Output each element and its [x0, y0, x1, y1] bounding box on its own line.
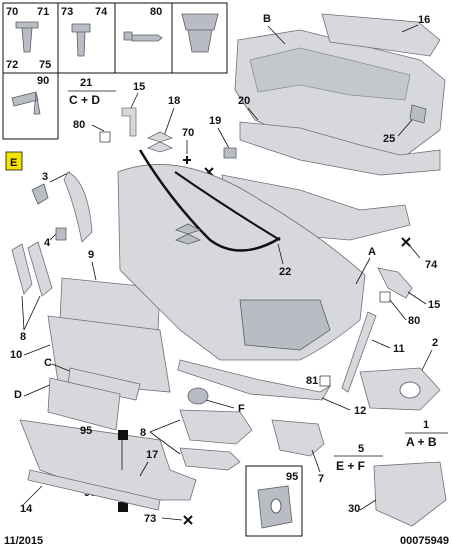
footer-reference: 00075949 — [400, 535, 449, 547]
callout-90: 90 — [37, 75, 49, 87]
side-grille-8b — [27, 241, 53, 297]
callout-95: 95 — [80, 425, 92, 437]
part-19 — [223, 147, 237, 159]
emblem-18 — [146, 131, 174, 153]
callout-9: 9 — [88, 249, 94, 261]
tow-cap-f — [187, 387, 209, 405]
highlight-marker-E — [5, 151, 23, 171]
callout-81: 81 — [306, 375, 318, 387]
callout-73-lower: 73 — [144, 513, 156, 525]
callout-E: E — [10, 157, 17, 169]
clip-4 — [55, 227, 67, 241]
clip-25 — [409, 104, 427, 124]
fog-grille-8b — [179, 447, 241, 471]
callout-70-mid: 70 — [182, 127, 194, 139]
callout-12: 12 — [354, 405, 366, 417]
fastener-95-marker — [118, 430, 128, 440]
callout-a-plus-b: A + B — [406, 435, 437, 449]
callout-11: 11 — [393, 343, 405, 355]
callout-80-left: 80 — [73, 119, 85, 131]
grille-insert-c — [67, 367, 141, 401]
callout-80: 80 — [150, 6, 162, 18]
callout-80-right: 80 — [408, 315, 420, 327]
footer-date: 11/2015 — [4, 535, 43, 547]
upper-bracket-16 — [321, 13, 441, 57]
bracket-15-left — [121, 107, 137, 137]
callout-74-right: 74 — [425, 259, 438, 271]
callout-2: 2 — [432, 337, 438, 349]
callout-15: 15 — [133, 81, 145, 93]
absorber-20 — [239, 121, 441, 176]
callout-1: 1 — [423, 419, 429, 431]
trim-strip-22 — [138, 149, 281, 252]
callout-21: 21 — [80, 77, 92, 89]
callout-A: A — [368, 246, 376, 258]
callout-15-right: 15 — [428, 299, 440, 311]
fastener-box-80: 80 — [114, 2, 173, 74]
callout-4: 4 — [44, 237, 51, 249]
callout-22: 22 — [279, 266, 291, 278]
fastener-90-marker — [118, 502, 128, 512]
trim-11 — [341, 311, 377, 393]
fog-grille-8a — [179, 409, 253, 445]
callout-95-inset: 95 — [286, 471, 298, 483]
callout-7: 7 — [318, 473, 324, 485]
part-E — [31, 183, 49, 205]
fastener-box-clip — [171, 2, 228, 74]
callout-14: 14 — [20, 503, 33, 515]
lip-14 — [27, 469, 161, 511]
callout-8-left: 8 — [20, 331, 26, 343]
callout-5: 5 — [358, 443, 364, 455]
callout-30: 30 — [348, 503, 360, 515]
wiring-kit-30 — [373, 461, 447, 527]
fastener-box-70-75: 70 71 72 75 — [2, 2, 59, 74]
fastener-box-73-74: 73 74 — [57, 2, 116, 74]
side-grille-8a — [11, 243, 33, 295]
callout-B: B — [263, 13, 271, 25]
callout-73: 73 — [61, 6, 73, 18]
callout-70: 70 — [6, 6, 18, 18]
chrome-strip-12 — [177, 359, 332, 401]
callout-F: F — [238, 403, 245, 415]
fastener-box-90: 90 — [2, 72, 59, 140]
callout-e-plus-f: E + F — [336, 459, 365, 473]
callout-25: 25 — [383, 133, 395, 145]
grille-insert-d — [47, 377, 121, 431]
callout-18: 18 — [168, 95, 180, 107]
callout-75: 75 — [39, 59, 51, 71]
callout-19: 19 — [209, 115, 221, 127]
callout-16: 16 — [418, 14, 430, 26]
callout-17: 17 — [146, 449, 158, 461]
fog-grille-7 — [271, 419, 325, 457]
emblem-front — [174, 223, 202, 245]
callout-3: 3 — [42, 171, 48, 183]
callout-20: 20 — [238, 95, 250, 107]
foglight-housing — [239, 299, 331, 351]
callout-71: 71 — [37, 6, 49, 18]
callout-D: D — [14, 389, 22, 401]
callout-74: 74 — [95, 6, 108, 18]
trim-3 — [63, 171, 93, 243]
callout-72: 72 — [6, 59, 18, 71]
callout-C: C — [44, 357, 52, 369]
callout-10: 10 — [10, 349, 22, 361]
callout-c-plus-d: C + D — [69, 93, 100, 107]
callout-8-lower: 8 — [140, 427, 146, 439]
